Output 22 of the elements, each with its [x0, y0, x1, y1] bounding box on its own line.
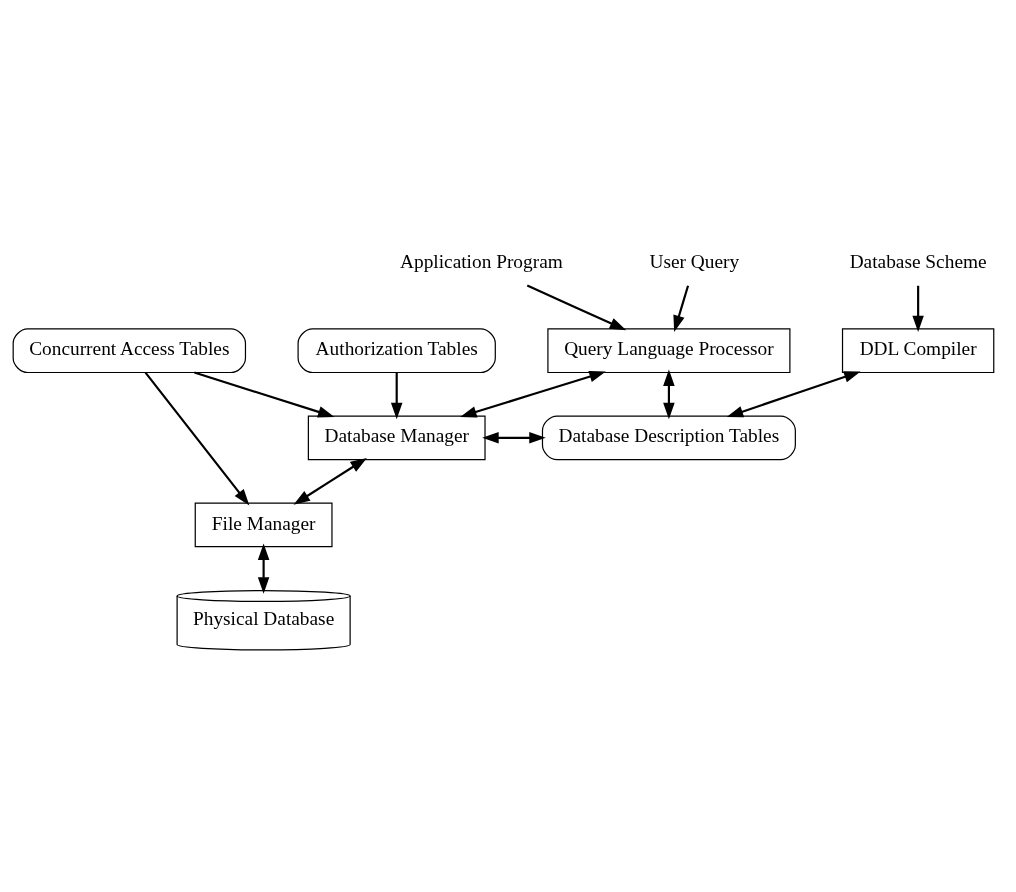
arrow [482, 432, 546, 444]
arrow [460, 370, 606, 418]
arrow [257, 543, 270, 594]
arrow [293, 458, 367, 505]
arrow [144, 372, 250, 506]
node-text: User Query [649, 251, 740, 273]
node-box: File Manager [194, 502, 333, 548]
arrow [663, 369, 675, 420]
arrow [726, 371, 861, 418]
node-box: Database Manager [307, 415, 486, 461]
arrow [390, 372, 403, 420]
arrow [194, 371, 335, 418]
arrow [526, 284, 627, 331]
node-text: Application Program [399, 251, 563, 273]
node-text: Database Scheme [849, 251, 987, 273]
node-box: Concurrent Access Tables [12, 328, 247, 374]
node-box: Database Description Tables [541, 415, 796, 461]
arrow [673, 285, 690, 332]
node-box: Query Language Processor [547, 328, 791, 374]
node-box: Authorization Tables [297, 328, 496, 374]
node-box: DDL Compiler [841, 328, 995, 374]
arrow [912, 285, 924, 333]
